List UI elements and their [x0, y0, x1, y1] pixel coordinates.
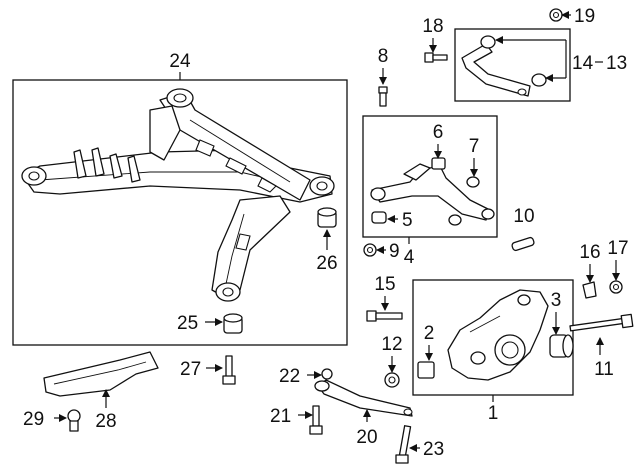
callout-5: 5	[402, 210, 413, 231]
nut-17-drawing	[609, 280, 623, 294]
callout-17: 17	[607, 238, 628, 259]
callout-16: 16	[579, 242, 600, 263]
callout-20: 20	[356, 427, 377, 448]
callout-10: 10	[513, 206, 534, 227]
callout-26: 26	[316, 253, 337, 274]
callout-18: 18	[422, 16, 443, 37]
callout-8: 8	[378, 46, 389, 67]
bushing-25-drawing	[223, 313, 243, 334]
callout-6: 6	[433, 122, 444, 143]
callout-1: 1	[488, 403, 499, 424]
bushing-26-drawing	[317, 207, 337, 228]
leader-lines	[54, 11, 620, 452]
callout-14: 14	[572, 53, 594, 74]
lower-arm-drawing	[370, 157, 495, 226]
bolt-27-drawing	[222, 355, 236, 385]
bolt-23-drawing	[395, 425, 412, 464]
bolt-21-drawing	[309, 405, 323, 435]
callout-21: 21	[270, 406, 291, 427]
callout-13: 13	[606, 53, 627, 74]
bolt-8-drawing	[378, 86, 388, 107]
callout-15: 15	[374, 274, 395, 295]
callout-12: 12	[381, 334, 402, 355]
bolt-11-drawing	[569, 313, 634, 332]
washer-16-drawing	[582, 281, 597, 299]
callout-7: 7	[469, 136, 480, 157]
callout-4: 4	[404, 247, 415, 268]
arm-20-drawing	[314, 379, 413, 417]
callout-9: 9	[389, 241, 400, 262]
bolt-18-drawing	[424, 52, 448, 63]
callout-25: 25	[177, 313, 198, 334]
callout-29: 29	[23, 409, 44, 430]
upper-arm-drawing	[461, 35, 547, 97]
clip-29-drawing	[67, 409, 81, 432]
upper-arm-group-box	[454, 28, 571, 102]
lower-arm-group-box	[362, 115, 498, 238]
callout-2: 2	[424, 323, 435, 344]
callout-11: 11	[594, 359, 614, 380]
nut-19-drawing	[549, 8, 563, 22]
callout-27: 27	[180, 359, 201, 380]
callout-3: 3	[551, 290, 562, 311]
callout-23: 23	[423, 439, 444, 460]
shield-28-drawing	[43, 351, 159, 397]
callout-19: 19	[574, 6, 595, 27]
nut-12-drawing	[384, 372, 400, 388]
callout-24: 24	[169, 51, 191, 72]
callout-22: 22	[279, 366, 300, 387]
nut-22-drawing	[321, 368, 333, 380]
callout-28: 28	[95, 411, 116, 432]
nut-9-drawing	[363, 243, 377, 257]
subframe-drawing	[21, 88, 335, 302]
knuckle-drawing	[417, 289, 574, 381]
bolt-15-drawing	[366, 310, 403, 322]
sleeve-10-drawing	[511, 236, 535, 252]
